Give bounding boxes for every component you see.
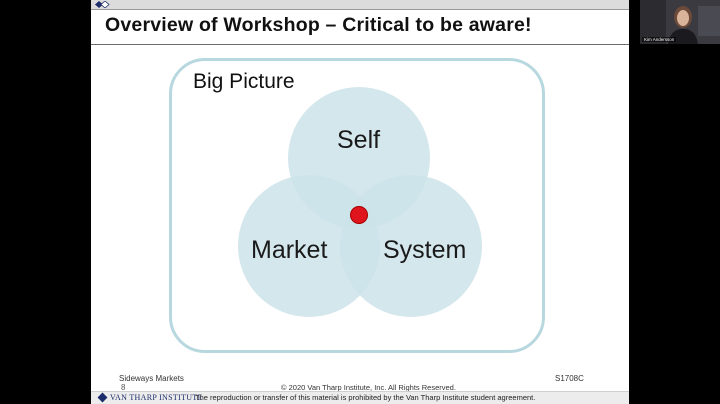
presentation-slide: Overview of Workshop – Critical to be aw… xyxy=(91,0,629,404)
brand-logo: VAN THARP INSTITUTE xyxy=(97,392,203,403)
webcam-thumbnail[interactable]: Kim Andersson xyxy=(640,0,720,44)
slide-code: S1708C xyxy=(555,374,584,383)
slide-header-bar xyxy=(91,0,629,10)
page-number: 8 xyxy=(121,383,126,392)
brand-name: VAN THARP INSTITUTE xyxy=(110,393,203,402)
center-dot xyxy=(350,206,368,224)
slide-title: Overview of Workshop – Critical to be aw… xyxy=(105,14,532,36)
institute-logo-icon xyxy=(95,1,110,8)
brand-diamond-icon xyxy=(97,392,108,403)
self-label: Self xyxy=(337,126,381,154)
participant-name: Kim Andersson xyxy=(642,37,677,42)
presenter-video-icon xyxy=(640,0,720,44)
venn-diagram xyxy=(238,87,482,317)
copyright-text: © 2020 Van Tharp Institute, Inc. All Rig… xyxy=(281,383,456,392)
market-label: Market xyxy=(251,236,328,264)
market-circle xyxy=(238,175,380,317)
legal-notice: The reproduction or transfer of this mat… xyxy=(195,393,536,402)
big-picture-label: Big Picture xyxy=(193,70,295,93)
system-label: System xyxy=(383,236,467,264)
footer-topic: Sideways Markets xyxy=(119,374,184,383)
system-circle xyxy=(340,175,482,317)
title-divider xyxy=(91,44,629,45)
footer-bar xyxy=(91,391,629,404)
